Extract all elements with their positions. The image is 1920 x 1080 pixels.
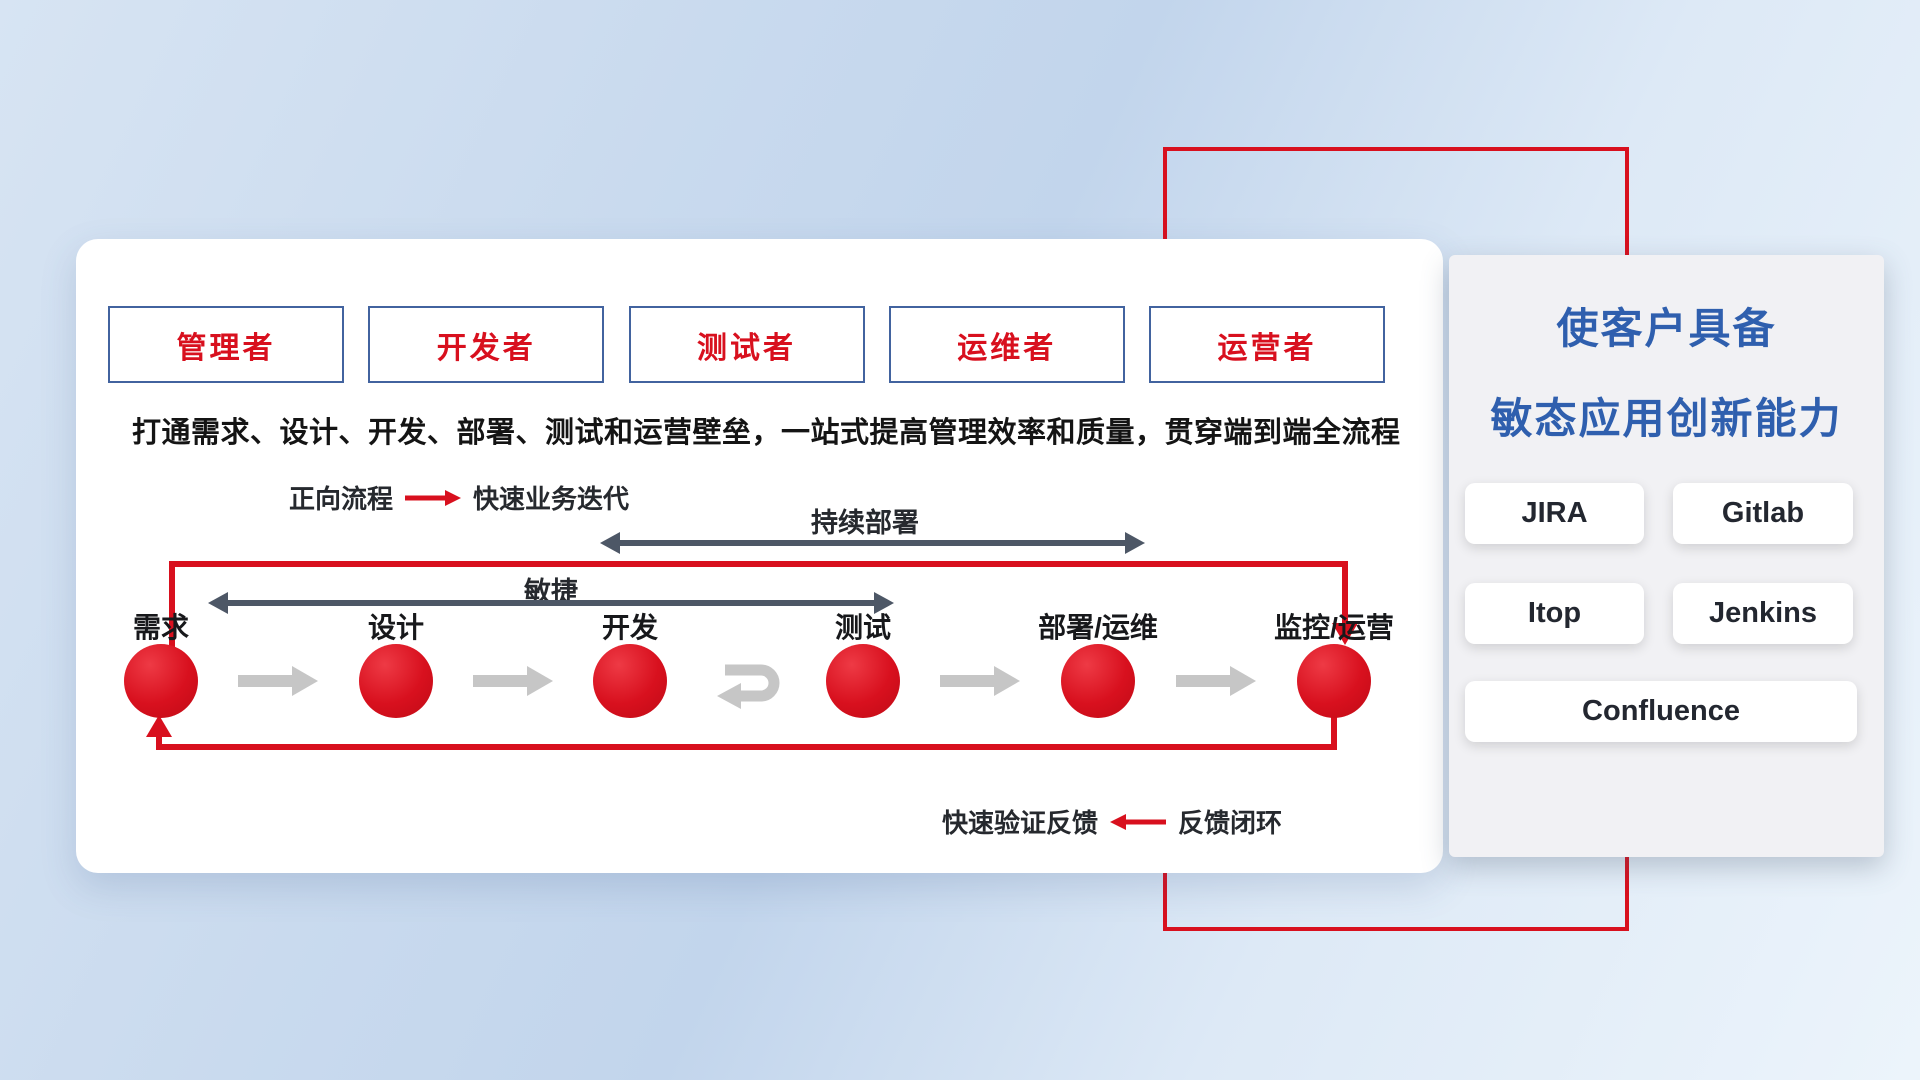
flow-arrow-icon [238, 666, 318, 696]
role-box-tester: 测试者 [628, 306, 865, 383]
tool-badge-confluence: Confluence [1465, 681, 1857, 742]
tool-badge-jenkins: Jenkins [1673, 583, 1853, 644]
feedback-loop-line [156, 717, 1337, 750]
continuous-deploy-label: 持续部署 [811, 508, 919, 538]
forward-legend: 正向流程 快速业务迭代 [289, 479, 629, 516]
stage-circle-icon [1297, 644, 1371, 718]
forward-legend-label: 正向流程 [289, 484, 394, 514]
feedback-arrow-icon [1110, 813, 1167, 830]
stage-circle-icon [1061, 644, 1135, 718]
role-box-manager: 管理者 [108, 306, 344, 383]
panel-title-line2: 敏态应用创新能力 [1490, 395, 1843, 442]
forward-legend-desc: 快速业务迭代 [473, 484, 630, 514]
devops-process-card: 管理者 开发者 测试者 运维者 运营者 打通需求、设计、开发、部署、测试和运营壁… [76, 239, 1443, 873]
feedback-legend: 快速验证反馈 反馈闭环 [942, 803, 1282, 840]
tool-badge-itop: Itop [1465, 583, 1644, 644]
flow-arrow-icon [1176, 666, 1256, 696]
role-box-ops: 运维者 [888, 306, 1125, 383]
role-box-operator: 运营者 [1149, 306, 1385, 383]
node-develop: 开发 [540, 612, 720, 718]
iterate-arrow-icon [717, 664, 780, 709]
tool-badge-jira: JIRA [1465, 483, 1644, 544]
node-label: 开发 [601, 612, 658, 643]
capability-panel: 使客户具备 敏态应用创新能力 JIRA Gitlab Itop Jenkins … [1449, 255, 1884, 857]
node-label: 监控/运营 [1274, 612, 1394, 643]
forward-arrow-icon [405, 489, 462, 506]
stage-circle-icon [359, 644, 433, 718]
feedback-legend-label: 反馈闭环 [1178, 808, 1283, 838]
roles-row: 管理者 开发者 测试者 运维者 运营者 [108, 306, 1385, 383]
feedback-loop-arrowhead-icon [146, 715, 172, 737]
flow-arrow-icon [940, 666, 1020, 696]
feedback-legend-desc: 快速验证反馈 [942, 808, 1099, 838]
node-label: 测试 [834, 612, 891, 643]
stage-circle-icon [124, 644, 198, 718]
node-deploy-ops: 部署/运维 [1008, 612, 1188, 718]
tool-badge-gitlab: Gitlab [1673, 483, 1853, 544]
role-box-developer: 开发者 [368, 306, 605, 383]
node-monitor-operate: 监控/运营 [1244, 612, 1424, 718]
continuous-deploy-span-arrow-icon [600, 532, 1145, 554]
node-label: 需求 [132, 612, 189, 643]
node-test: 测试 [773, 612, 953, 718]
flow-arrow-icon [473, 666, 553, 696]
panel-title-line1: 使客户具备 [1556, 305, 1777, 352]
stage-circle-icon [593, 644, 667, 718]
tagline-text: 打通需求、设计、开发、部署、测试和运营壁垒，一站式提高管理效率和质量，贯穿端到端… [132, 417, 1401, 449]
node-label: 设计 [367, 612, 424, 643]
node-design: 设计 [306, 612, 486, 718]
node-requirements: 需求 [71, 612, 251, 718]
node-label: 部署/运维 [1038, 612, 1158, 643]
stage-circle-icon [826, 644, 900, 718]
